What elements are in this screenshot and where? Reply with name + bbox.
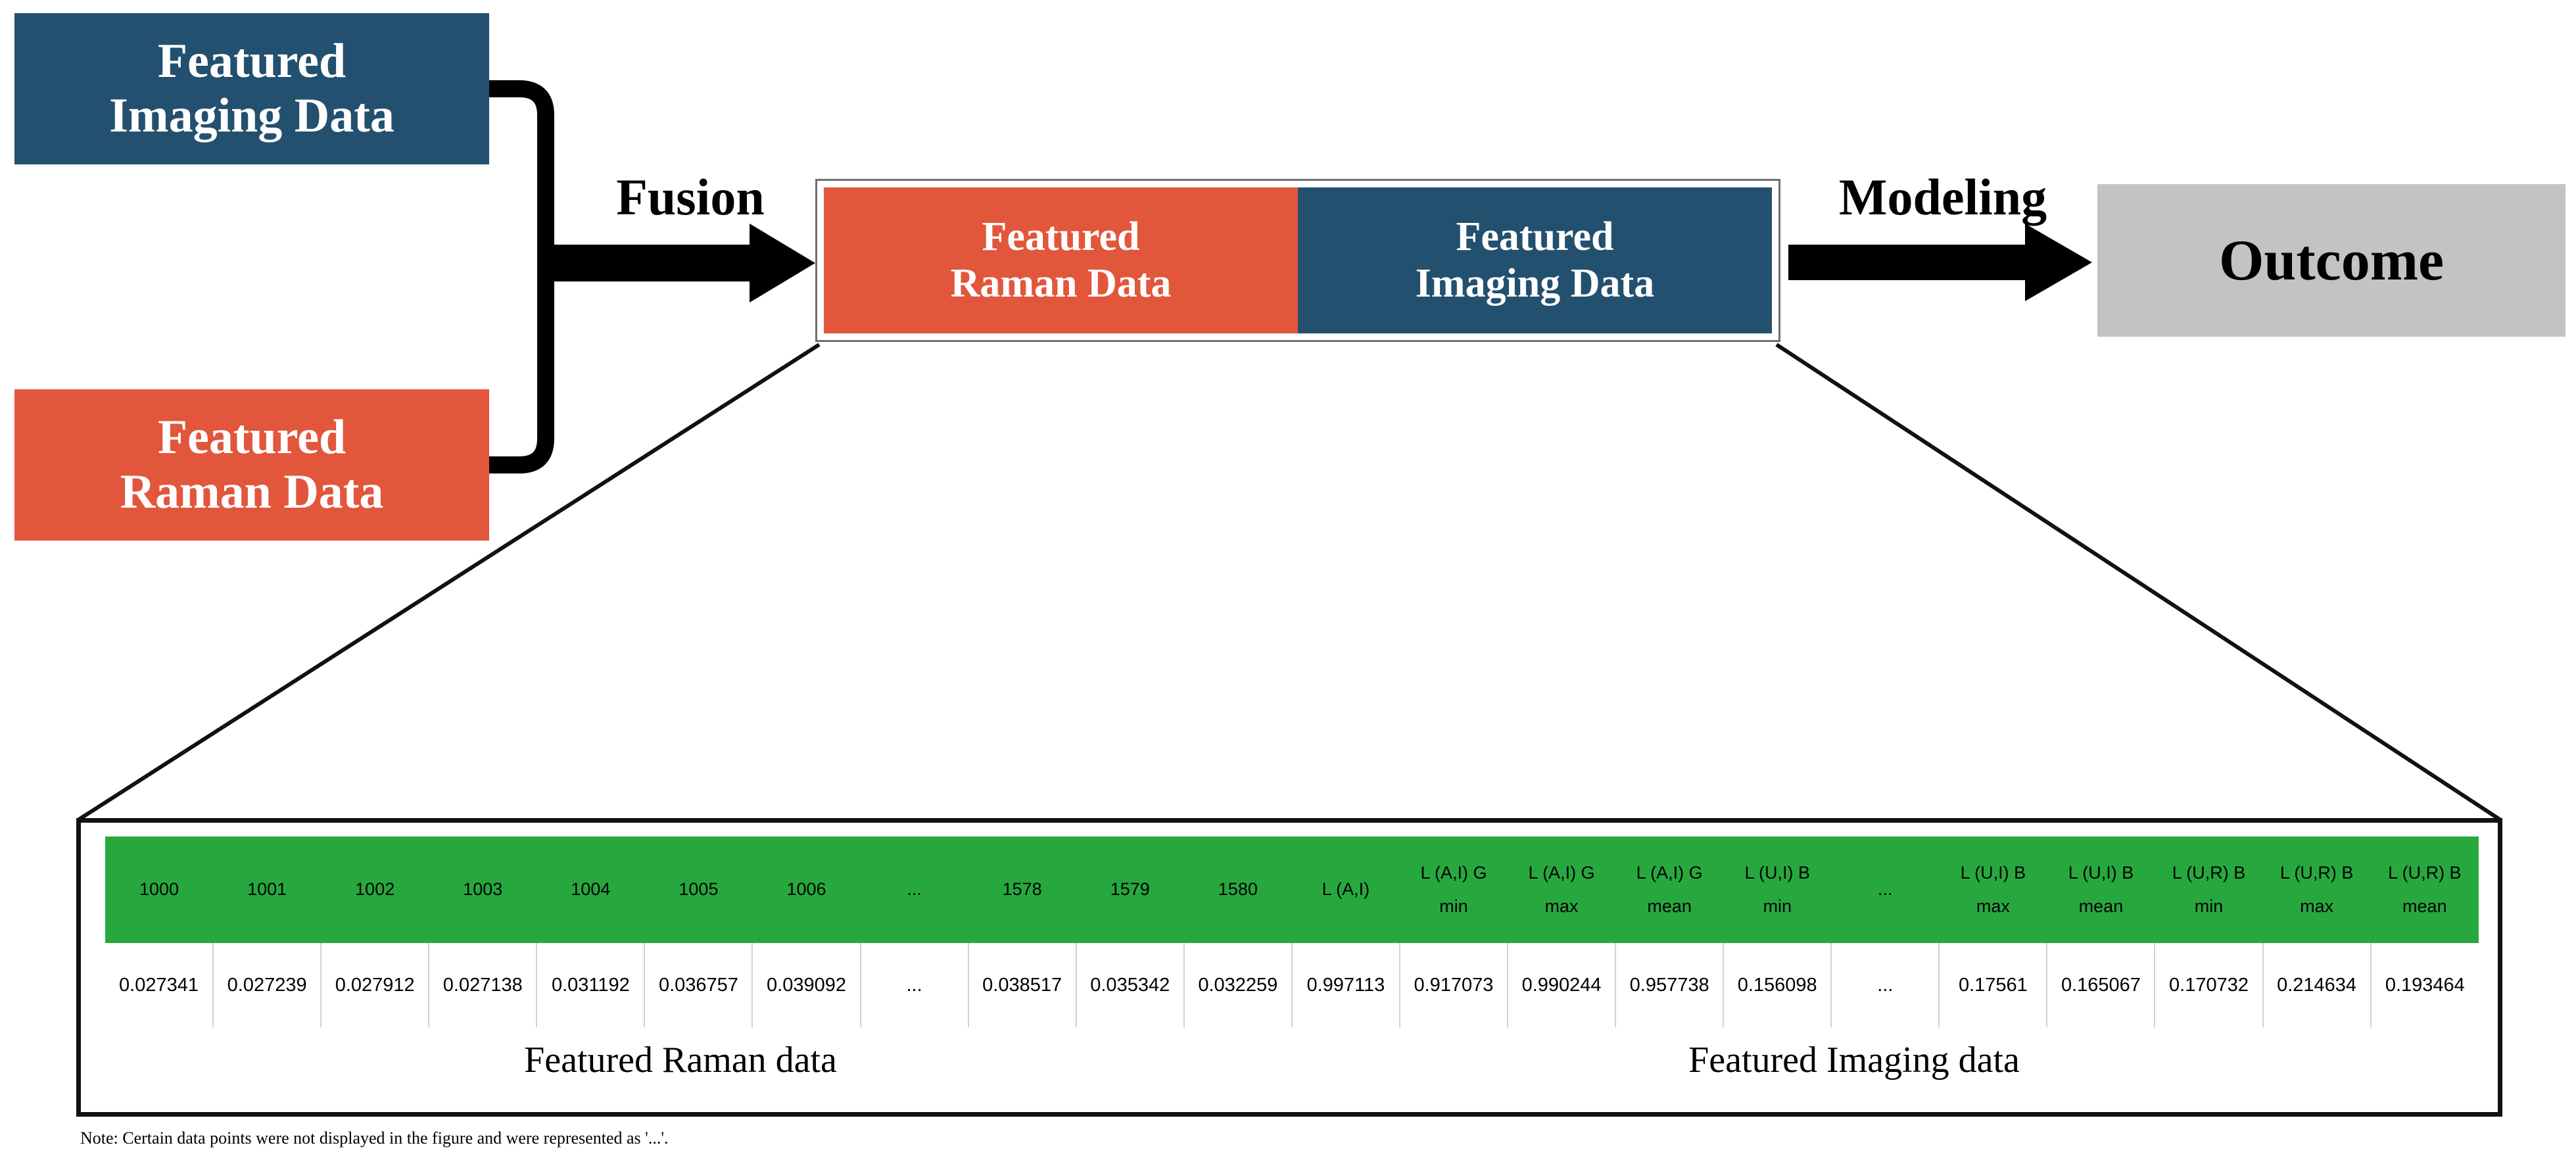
column-header-8: 1578 — [968, 837, 1076, 943]
cell-value-2: 0.027912 — [320, 943, 430, 1027]
cell-value-6: 0.039092 — [751, 943, 861, 1027]
fused-imaging-line2: Imaging Data — [1415, 261, 1655, 306]
column-header-10: 1580 — [1183, 837, 1292, 943]
cell-value-21: 0.193464 — [2370, 943, 2479, 1027]
fused-imaging-line1: Featured — [1456, 214, 1614, 259]
cell-value-8: 0.038517 — [967, 943, 1077, 1027]
cell-value-14: 0.957738 — [1615, 943, 1725, 1027]
bracket-bottom-arm — [489, 289, 554, 473]
cell-value-18: 0.165067 — [2046, 943, 2156, 1027]
cell-value-13: 0.990244 — [1507, 943, 1617, 1027]
fused-data-box[interactable]: Featured Raman Data Featured Imaging Dat… — [815, 179, 1780, 342]
fusion-arrow — [546, 224, 815, 303]
brace-label-raman: Featured Raman data — [524, 1040, 837, 1080]
cell-value-0: 0.027341 — [105, 943, 214, 1027]
cell-value-17: 0.17561 — [1938, 943, 2048, 1027]
callout-line-right — [1775, 343, 2501, 821]
column-header-5: 1005 — [644, 837, 753, 943]
column-header-0: 1000 — [105, 837, 214, 943]
cell-value-4: 0.031192 — [536, 943, 646, 1027]
column-header-7: ... — [860, 837, 968, 943]
figure-note: Note: Certain data points were not displ… — [80, 1128, 669, 1148]
cell-value-15: 0.156098 — [1723, 943, 1832, 1027]
source-raman-line2: Raman Data — [120, 465, 384, 519]
cell-value-16: ... — [1830, 943, 1940, 1027]
column-header-4: 1004 — [537, 837, 645, 943]
cell-value-5: 0.036757 — [644, 943, 753, 1027]
fusion-label: Fusion — [616, 168, 765, 226]
bracket-top-arm — [489, 80, 554, 237]
fused-imaging-segment[interactable]: Featured Imaging Data — [1298, 187, 1772, 333]
cell-value-3: 0.027138 — [428, 943, 538, 1027]
source-block-imaging[interactable]: Featured Imaging Data — [14, 13, 489, 164]
source-imaging-line2: Imaging Data — [109, 89, 394, 143]
fused-raman-line2: Raman Data — [950, 261, 1172, 306]
cell-value-12: 0.917073 — [1398, 943, 1509, 1027]
cell-value-11: 0.997113 — [1291, 943, 1400, 1027]
cell-value-10: 0.032259 — [1183, 943, 1293, 1027]
source-block-raman[interactable]: Featured Raman Data — [14, 389, 489, 541]
brace-label-imaging: Featured Imaging data — [1688, 1040, 2020, 1080]
source-imaging-line1: Featured — [157, 34, 346, 89]
column-header-2: 1002 — [321, 837, 429, 943]
cell-value-1: 0.027239 — [212, 943, 322, 1027]
column-header-11: L (A,I) — [1291, 837, 1400, 943]
column-header-3: 1003 — [429, 837, 537, 943]
modeling-arrow — [1788, 224, 2092, 301]
fused-raman-segment[interactable]: Featured Raman Data — [824, 187, 1298, 333]
cell-value-20: 0.214634 — [2262, 943, 2372, 1027]
outcome-label: Outcome — [2218, 228, 2445, 293]
cell-value-19: 0.170732 — [2154, 943, 2264, 1027]
outcome-box[interactable]: Outcome — [2097, 184, 2565, 337]
cell-value-7: ... — [859, 943, 969, 1027]
column-header-9: 1579 — [1076, 837, 1184, 943]
cell-value-9: 0.035342 — [1075, 943, 1185, 1027]
fused-raman-line1: Featured — [982, 214, 1140, 259]
column-header-1: 1001 — [213, 837, 322, 943]
column-header-6: 1006 — [752, 837, 861, 943]
column-header-16: ... — [1831, 837, 1940, 943]
source-raman-line1: Featured — [157, 410, 346, 465]
modeling-label: Modeling — [1838, 168, 2047, 226]
